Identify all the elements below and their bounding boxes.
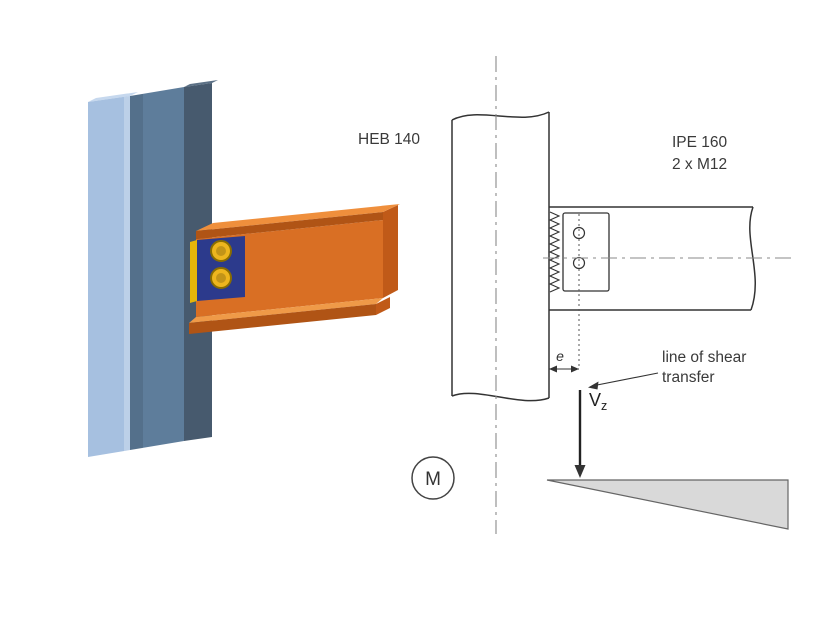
column-web-shadow bbox=[130, 94, 143, 450]
shear-transfer-leader bbox=[591, 372, 659, 387]
column-break-bottom bbox=[451, 392, 550, 402]
render-3d bbox=[88, 80, 400, 457]
bolt-top-rim bbox=[216, 246, 226, 256]
column-front-flange bbox=[88, 96, 130, 457]
moment-diagram-triangle bbox=[546, 479, 789, 530]
shear-transfer-label-line2: transfer bbox=[662, 369, 715, 386]
moment-symbol-circle bbox=[411, 456, 455, 500]
beam-top-flange-top bbox=[196, 204, 400, 231]
bolt-bottom bbox=[210, 267, 232, 289]
beam-bottom-flange-top bbox=[189, 298, 383, 323]
beam-break-line bbox=[749, 206, 756, 311]
bolt-label: 2 x M12 bbox=[672, 156, 727, 173]
eccentricity-arrow-right bbox=[571, 365, 579, 373]
shear-transfer-leader-arrow bbox=[588, 381, 599, 390]
column-front-flange-highlight bbox=[124, 96, 130, 451]
drawing-2d: e line of shear transfer Vz M HEB 140 IP… bbox=[358, 56, 793, 534]
fin-plate-2d bbox=[562, 212, 610, 292]
column-break-top bbox=[451, 111, 550, 121]
bolt-bottom-rim bbox=[216, 273, 226, 283]
moment-symbol-label: M bbox=[425, 469, 441, 490]
beam-bottom-flange-end-cut bbox=[376, 297, 390, 315]
weld-zigzag bbox=[548, 211, 561, 293]
column-label: HEB 140 bbox=[358, 131, 420, 148]
beam-label: IPE 160 bbox=[672, 134, 728, 151]
shear-transfer-label-line1: line of shear bbox=[662, 349, 746, 366]
beam-end-cut bbox=[383, 205, 398, 298]
shear-force-symbol: V bbox=[589, 390, 601, 410]
fin-plate-edge bbox=[190, 240, 197, 303]
bolt-top bbox=[210, 240, 232, 262]
shear-force-label: Vz bbox=[589, 390, 607, 413]
eccentricity-arrow-left bbox=[549, 365, 557, 373]
beam-top-flange-front bbox=[196, 212, 383, 239]
bolt-hole-top bbox=[572, 226, 586, 240]
fin-plate-3d bbox=[190, 236, 245, 303]
column-back-flange-top-face bbox=[184, 80, 218, 87]
column-web bbox=[130, 87, 184, 450]
shear-force-subscript: z bbox=[601, 399, 607, 413]
column-front-flange-top-face bbox=[88, 92, 138, 102]
shear-force-arrowhead bbox=[574, 465, 586, 478]
beam-bottom-flange-front bbox=[189, 304, 376, 334]
eccentricity-label: e bbox=[556, 348, 564, 364]
